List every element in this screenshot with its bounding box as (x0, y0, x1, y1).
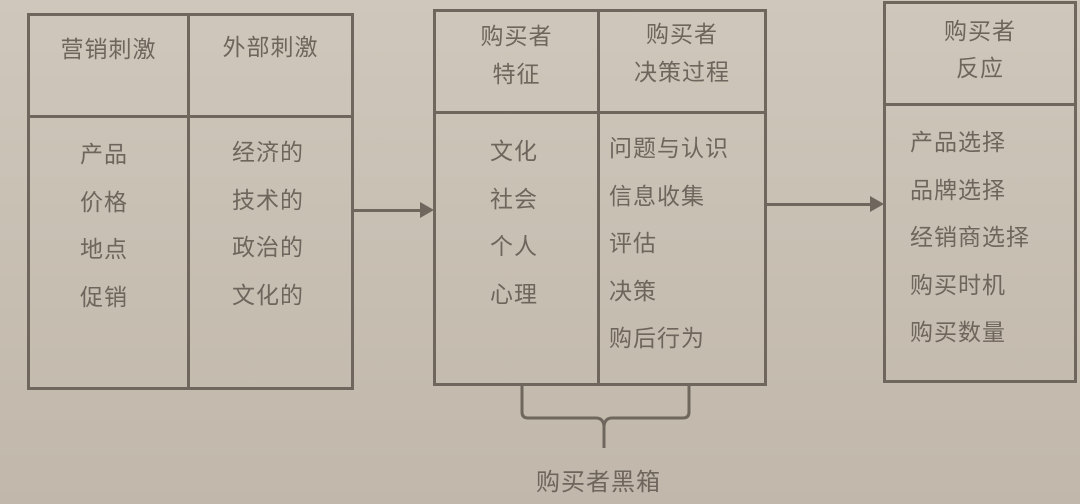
list-item: 产品选择 (910, 130, 1006, 156)
list-item: 个人 (490, 234, 538, 260)
list-item: 文化 (490, 139, 538, 165)
list-item: 社会 (490, 186, 538, 213)
buyer-response-list: 产品选择 品牌选择 经销商选择 购买时机 购买数量 (910, 128, 1030, 366)
marketing-stimuli-header: 营销刺激 (60, 37, 157, 63)
list-item: 信息收集 (609, 183, 705, 210)
buyer-response-header: 购买者 反应 (944, 19, 1016, 82)
list-item: 技术的 (232, 187, 304, 214)
list-item: 地点 (80, 237, 128, 263)
buyer-decision-process-header: 购买者 决策过程 (634, 22, 730, 86)
buyer-decision-process-list: 问题与认识 信息收集 评估 决策 购后行为 (609, 134, 729, 372)
blackbox-header-divider (433, 111, 767, 114)
stimuli-box (27, 13, 354, 390)
arrow-head-icon (870, 196, 884, 212)
external-stimuli-list: 经济的 技术的 政治的 文化的 (232, 138, 304, 328)
buyer-characteristics-header: 购买者 特征 (480, 24, 553, 88)
list-item: 购买数量 (910, 320, 1006, 346)
stimuli-column-divider (187, 13, 190, 390)
arrow-head-icon (420, 202, 434, 218)
response-header-divider (883, 103, 1077, 106)
external-stimuli-header: 外部刺激 (222, 35, 319, 61)
buyer-black-box (433, 9, 767, 386)
list-item: 问题与认识 (609, 136, 729, 162)
list-item: 购后行为 (609, 326, 705, 352)
list-item: 购买时机 (910, 272, 1006, 299)
list-item: 政治的 (232, 235, 304, 261)
list-item: 经销商选择 (910, 225, 1030, 251)
list-item: 决策 (609, 278, 657, 305)
arrow-stimuli-to-blackbox (354, 209, 420, 212)
list-item: 心理 (490, 281, 538, 308)
list-item: 文化的 (232, 282, 304, 309)
buyer-response-box (883, 1, 1077, 383)
black-box-caption: 购买者黑箱 (536, 468, 661, 496)
list-item: 产品 (80, 142, 128, 168)
list-item: 评估 (609, 231, 657, 257)
blackbox-column-divider (597, 9, 600, 386)
stimuli-header-divider (27, 115, 354, 118)
list-item: 经济的 (232, 140, 304, 166)
list-item: 价格 (80, 189, 128, 216)
list-item: 品牌选择 (910, 177, 1006, 204)
arrow-blackbox-to-response (767, 203, 871, 206)
list-item: 促销 (80, 284, 128, 311)
marketing-stimuli-list: 产品 价格 地点 促销 (80, 140, 128, 330)
buyer-characteristics-list: 文化 社会 个人 心理 (490, 137, 538, 327)
